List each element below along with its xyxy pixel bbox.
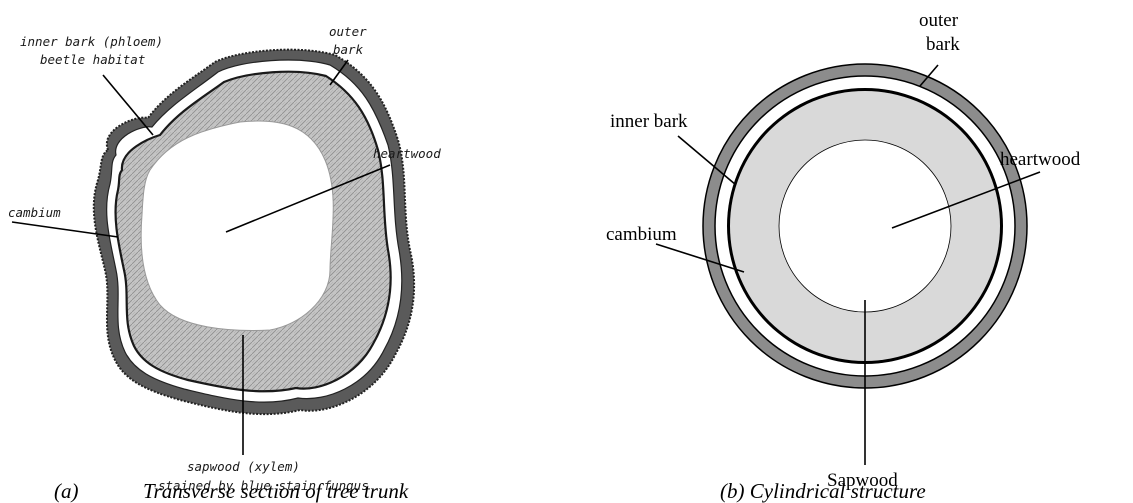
- sketch-label-inner-bark-1: inner bark (phloem): [20, 34, 163, 49]
- caption-a-text: Transverse section of tree trunk: [143, 479, 409, 503]
- sketch-label-heartwood: heartwood: [373, 146, 441, 161]
- sketch-label-cambium: cambium: [8, 205, 61, 220]
- label-heartwood: heartwood: [1000, 149, 1081, 170]
- caption-a-marker: (a): [54, 479, 79, 503]
- caption-b-text: (b) Cylindrical structure: [720, 479, 926, 503]
- sketch-label-outer-bark-2: bark: [333, 42, 364, 57]
- label-inner-bark: inner bark: [610, 111, 688, 132]
- sketch-heartwood: [141, 121, 333, 330]
- label-cambium: cambium: [606, 224, 677, 245]
- cylinder-panel: outer bark inner bark heartwood cambium …: [606, 10, 1081, 491]
- sketch-label-inner-bark-2: beetle habitat: [40, 52, 145, 67]
- heartwood-core: [779, 140, 951, 312]
- label-outer-bark-2: bark: [926, 34, 960, 55]
- label-outer-bark-1: outer: [919, 10, 959, 31]
- sketch-label-outer-bark-1: outer: [329, 24, 367, 39]
- sketch-label-sapwood-1: sapwood (xylem): [187, 459, 300, 474]
- sketch-panel: inner bark (phloem) beetle habitat outer…: [8, 24, 441, 493]
